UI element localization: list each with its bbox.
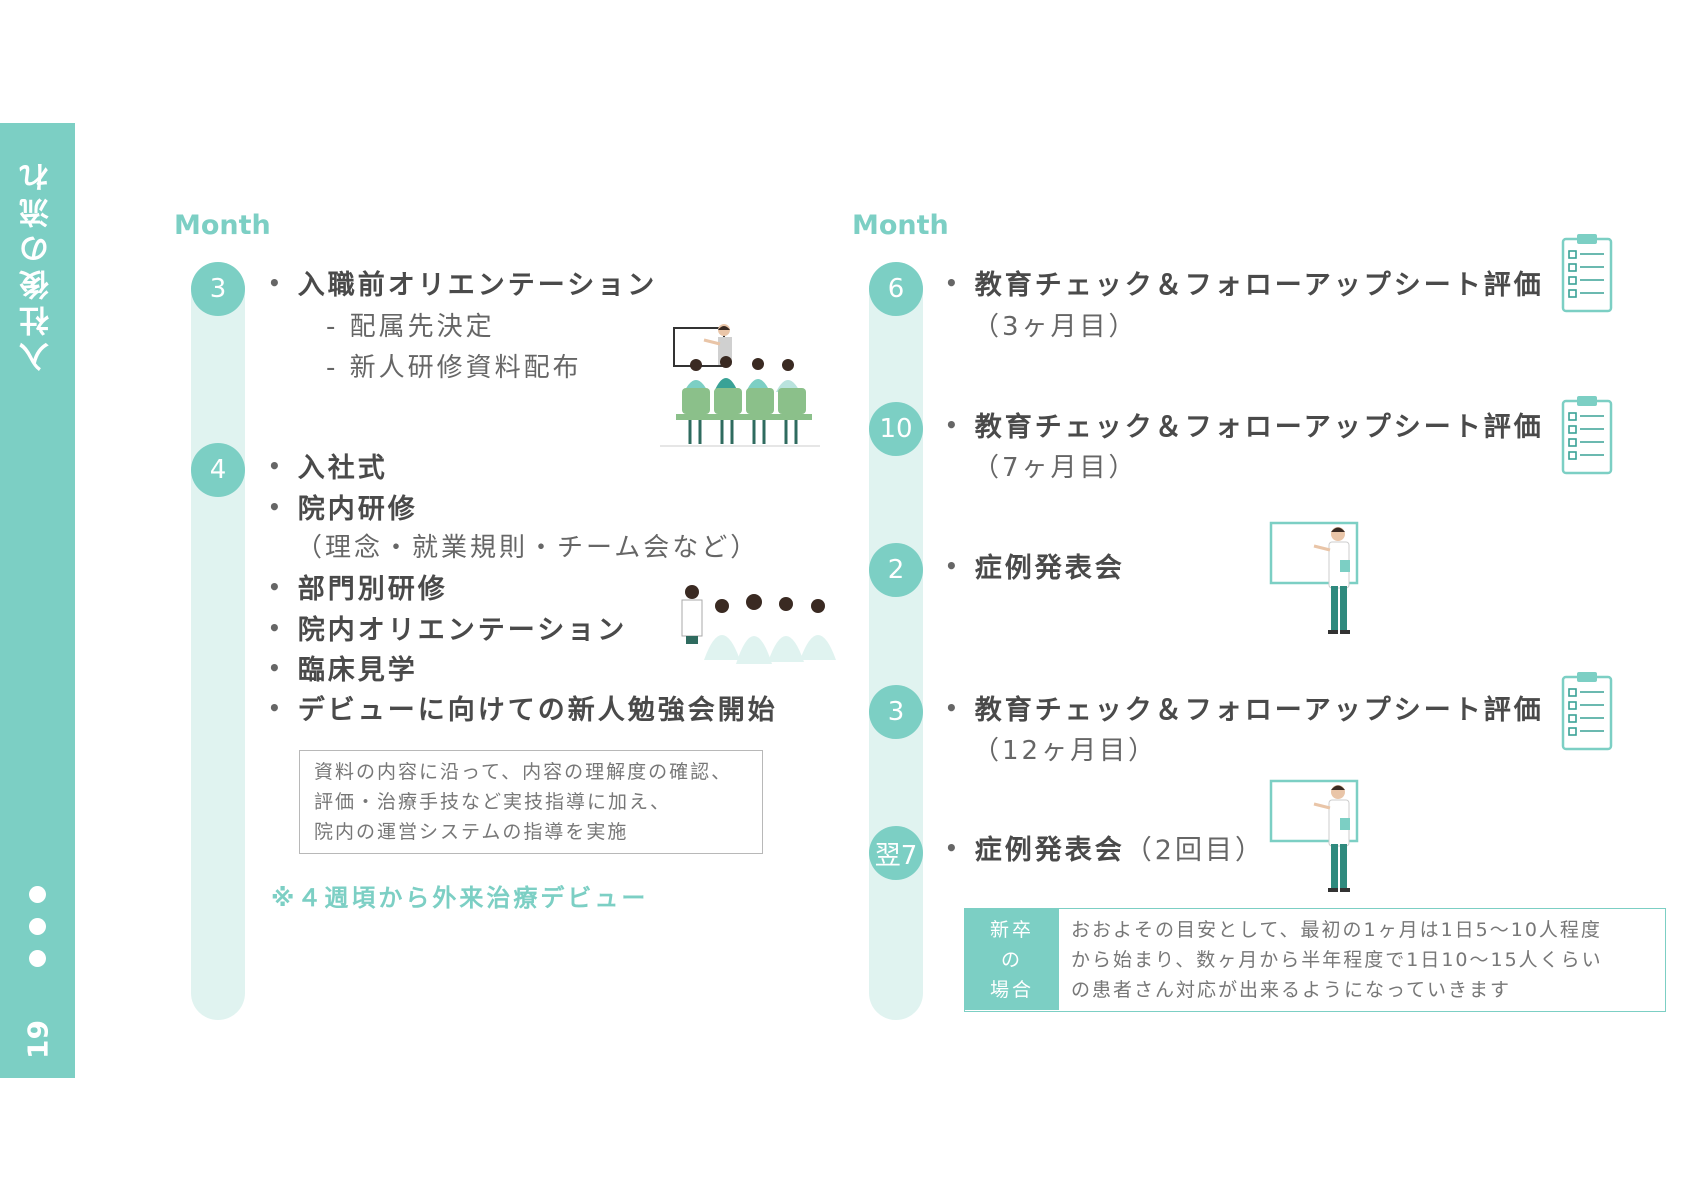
doctor-presenting-icon xyxy=(1269,521,1359,634)
timeline-subitem: - 新人研修資料配布 xyxy=(326,353,582,383)
graduate-info-box: 新卒 の 場合 おおよその目安として、最初の1ヶ月は1日5〜10人程度 から始ま… xyxy=(964,908,1666,1012)
timeline-item: •臨床見学 xyxy=(268,655,418,686)
section-title: 入社後の流れ xyxy=(20,156,55,373)
timeline-subitem: （7ヶ月目） xyxy=(973,453,1138,483)
timeline-item: •院内オリエンテーション xyxy=(268,615,628,646)
timeline-item: •教育チェック＆フォローアップシート評価 xyxy=(945,412,1544,443)
month-badge: 2 xyxy=(869,543,923,597)
month-header-right: Month xyxy=(852,210,949,241)
page-number: 19 xyxy=(21,1020,55,1060)
timeline-subitem: （3ヶ月目） xyxy=(973,312,1138,342)
dot-indicator xyxy=(29,886,46,903)
training-note: 資料の内容に沿って、内容の理解度の確認、 評価・治療手技など実技指導に加え、 院… xyxy=(299,750,763,854)
clipboard-checklist-icon xyxy=(1561,672,1613,751)
timeline-item: •教育チェック＆フォローアップシート評価 xyxy=(945,270,1544,301)
graduate-text: おおよその目安として、最初の1ヶ月は1日5〜10人程度 から始まり、数ヶ月から半… xyxy=(1071,919,1603,1001)
month-badge: 4 xyxy=(191,443,245,497)
dot-indicator xyxy=(29,918,46,935)
clipboard-checklist-icon xyxy=(1561,396,1613,475)
timeline-subitem: （12ヶ月目） xyxy=(973,736,1158,766)
timeline-item: •部門別研修 xyxy=(268,574,448,605)
graduate-label: 新卒 の 場合 xyxy=(965,909,1059,1010)
dot-indicator xyxy=(29,950,46,967)
timeline-item: •症例発表会（2回目） xyxy=(945,835,1265,866)
clipboard-checklist-icon xyxy=(1561,234,1613,313)
timeline-item: •教育チェック＆フォローアップシート評価 xyxy=(945,695,1544,726)
timeline-item: •デビューに向けての新人勉強会開始 xyxy=(268,695,778,726)
month-header-left: Month xyxy=(174,210,271,241)
timeline-item: •症例発表会 xyxy=(945,553,1125,584)
timeline-subitem: （理念・就業規則・チーム会など） xyxy=(296,533,760,563)
month-badge: 翌7 xyxy=(869,826,923,880)
timeline-subitem: - 配属先決定 xyxy=(326,312,495,342)
staff-group-icon xyxy=(681,585,836,664)
timeline-track-right xyxy=(869,262,923,1020)
seminar-audience-icon xyxy=(660,324,820,447)
timeline-item: •入職前オリエンテーション xyxy=(268,270,658,301)
debut-note: ※４週頃から外来治療デビュー xyxy=(271,884,649,912)
timeline-item: •院内研修 xyxy=(268,494,418,525)
doctor-presenting-icon xyxy=(1269,779,1359,892)
timeline-item: •入社式 xyxy=(268,453,388,484)
timeline-track-left xyxy=(191,262,245,1020)
month-badge: 3 xyxy=(191,262,245,316)
month-badge: 10 xyxy=(869,402,923,456)
month-badge: 6 xyxy=(869,262,923,316)
month-badge: 3 xyxy=(869,685,923,739)
